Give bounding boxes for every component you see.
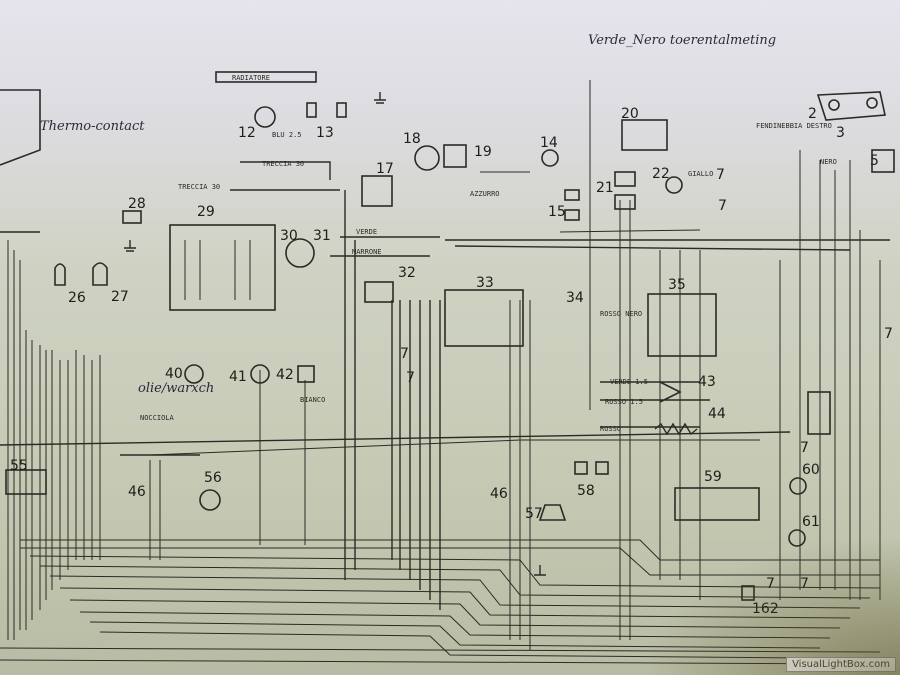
num-162: 162 <box>752 601 779 617</box>
num-7: 7 <box>406 370 415 386</box>
num-27: 27 <box>111 289 129 305</box>
component-43 <box>659 381 682 403</box>
motor-12 <box>254 106 276 128</box>
num-14: 14 <box>540 135 558 151</box>
num-26: 26 <box>68 290 86 306</box>
num-42: 42 <box>276 367 294 383</box>
label-marrone: MARRONE <box>352 248 382 256</box>
label-rosso: ROSSO <box>600 425 621 433</box>
label-treccia-30: TRECCIA 30 <box>262 160 304 168</box>
bottom-wire-bundle <box>0 539 881 665</box>
num-59: 59 <box>704 469 722 485</box>
num-30: 30 <box>280 228 298 244</box>
num-5: 5 <box>870 153 879 169</box>
num-28: 28 <box>128 196 146 212</box>
handwritten-notes: Verde_Nero toerentalmeting Thermo-contac… <box>40 33 776 396</box>
label-treccia-30: TRECCIA 30 <box>178 183 220 191</box>
label-azzurro: AZZURRO <box>470 190 500 198</box>
label-bianco: BIANCO <box>300 396 325 404</box>
num-57: 57 <box>525 506 543 522</box>
label-rosso-nero: ROSSO NERO <box>600 310 642 318</box>
num-15: 15 <box>548 204 566 220</box>
num-55: 55 <box>10 458 28 474</box>
num-7: 7 <box>716 167 725 183</box>
component-55 <box>5 469 47 495</box>
num-43: 43 <box>698 374 716 390</box>
num-20: 20 <box>621 106 639 122</box>
num-7: 7 <box>766 576 775 592</box>
num-34: 34 <box>566 290 584 306</box>
num-3: 3 <box>836 125 845 141</box>
watermark-label: VisualLightBox.com <box>786 657 896 672</box>
num-7: 7 <box>884 326 893 342</box>
label-nero: NERO <box>820 158 837 166</box>
num-2: 2 <box>808 106 817 122</box>
num-13: 13 <box>316 125 334 141</box>
component-30 <box>285 238 315 268</box>
label-fendinebbia: FENDINEBBIA DESTRO <box>756 122 832 130</box>
num-41: 41 <box>229 369 247 385</box>
num-32: 32 <box>398 265 416 281</box>
num-7: 7 <box>800 440 809 456</box>
vertical-wires <box>7 80 881 650</box>
note-olie-warxch: olie/warxch <box>138 381 214 396</box>
label-nocciola: NOCCIOLA <box>140 414 175 422</box>
num-31: 31 <box>313 228 331 244</box>
num-17: 17 <box>376 161 394 177</box>
relay-17 <box>361 175 393 207</box>
num-7: 7 <box>718 198 727 214</box>
note-toerentalmeting: Verde_Nero toerentalmeting <box>588 33 776 48</box>
battery-33 <box>444 289 524 347</box>
num-33: 33 <box>476 275 494 291</box>
num-29: 29 <box>197 204 215 220</box>
note-thermo-contact: Thermo-contact <box>40 119 145 134</box>
num-46: 46 <box>490 486 508 502</box>
label-blu: BLU 2.5 <box>272 131 302 139</box>
distribution-lines <box>0 161 890 456</box>
resistor-44 <box>654 422 698 436</box>
label-rosso-15: ROSSO 1.5 <box>605 398 643 406</box>
module-35 <box>647 293 717 357</box>
label-radiatore: RADIATORE <box>232 74 270 82</box>
switch-59 <box>674 487 760 521</box>
num-22: 22 <box>652 166 670 182</box>
num-60: 60 <box>802 462 820 478</box>
num-46: 46 <box>128 484 146 500</box>
component-18 <box>414 145 440 171</box>
component-numbers: 2 3 5 7 7 7 7 7 7 7 7 12 13 14 15 17 18 … <box>10 106 893 617</box>
ground-symbols <box>124 92 546 576</box>
component-19 <box>443 144 467 168</box>
num-56: 56 <box>204 470 222 486</box>
num-61: 61 <box>802 514 820 530</box>
fuse-box-29 <box>169 224 276 311</box>
num-19: 19 <box>474 144 492 160</box>
thermo-contact-box <box>0 89 41 166</box>
num-44: 44 <box>708 406 726 422</box>
num-58: 58 <box>577 483 595 499</box>
headlamp-2 <box>816 91 886 121</box>
radiatore-box <box>215 71 317 83</box>
wire-labels: RADIATORE TRECCIA 30 TRECCIA 30 VERDE MA… <box>140 74 837 433</box>
components <box>0 71 895 601</box>
num-7: 7 <box>800 576 809 592</box>
num-18: 18 <box>403 131 421 147</box>
label-giallo: GIALLO <box>688 170 713 178</box>
label-verde-15: VERDE 1.5 <box>610 378 648 386</box>
num-21: 21 <box>596 180 614 196</box>
num-7: 7 <box>400 346 409 362</box>
lamp-14 <box>541 149 559 167</box>
num-12: 12 <box>238 125 256 141</box>
label-verde: VERDE <box>356 228 377 236</box>
num-40: 40 <box>165 366 183 382</box>
num-35: 35 <box>668 277 686 293</box>
